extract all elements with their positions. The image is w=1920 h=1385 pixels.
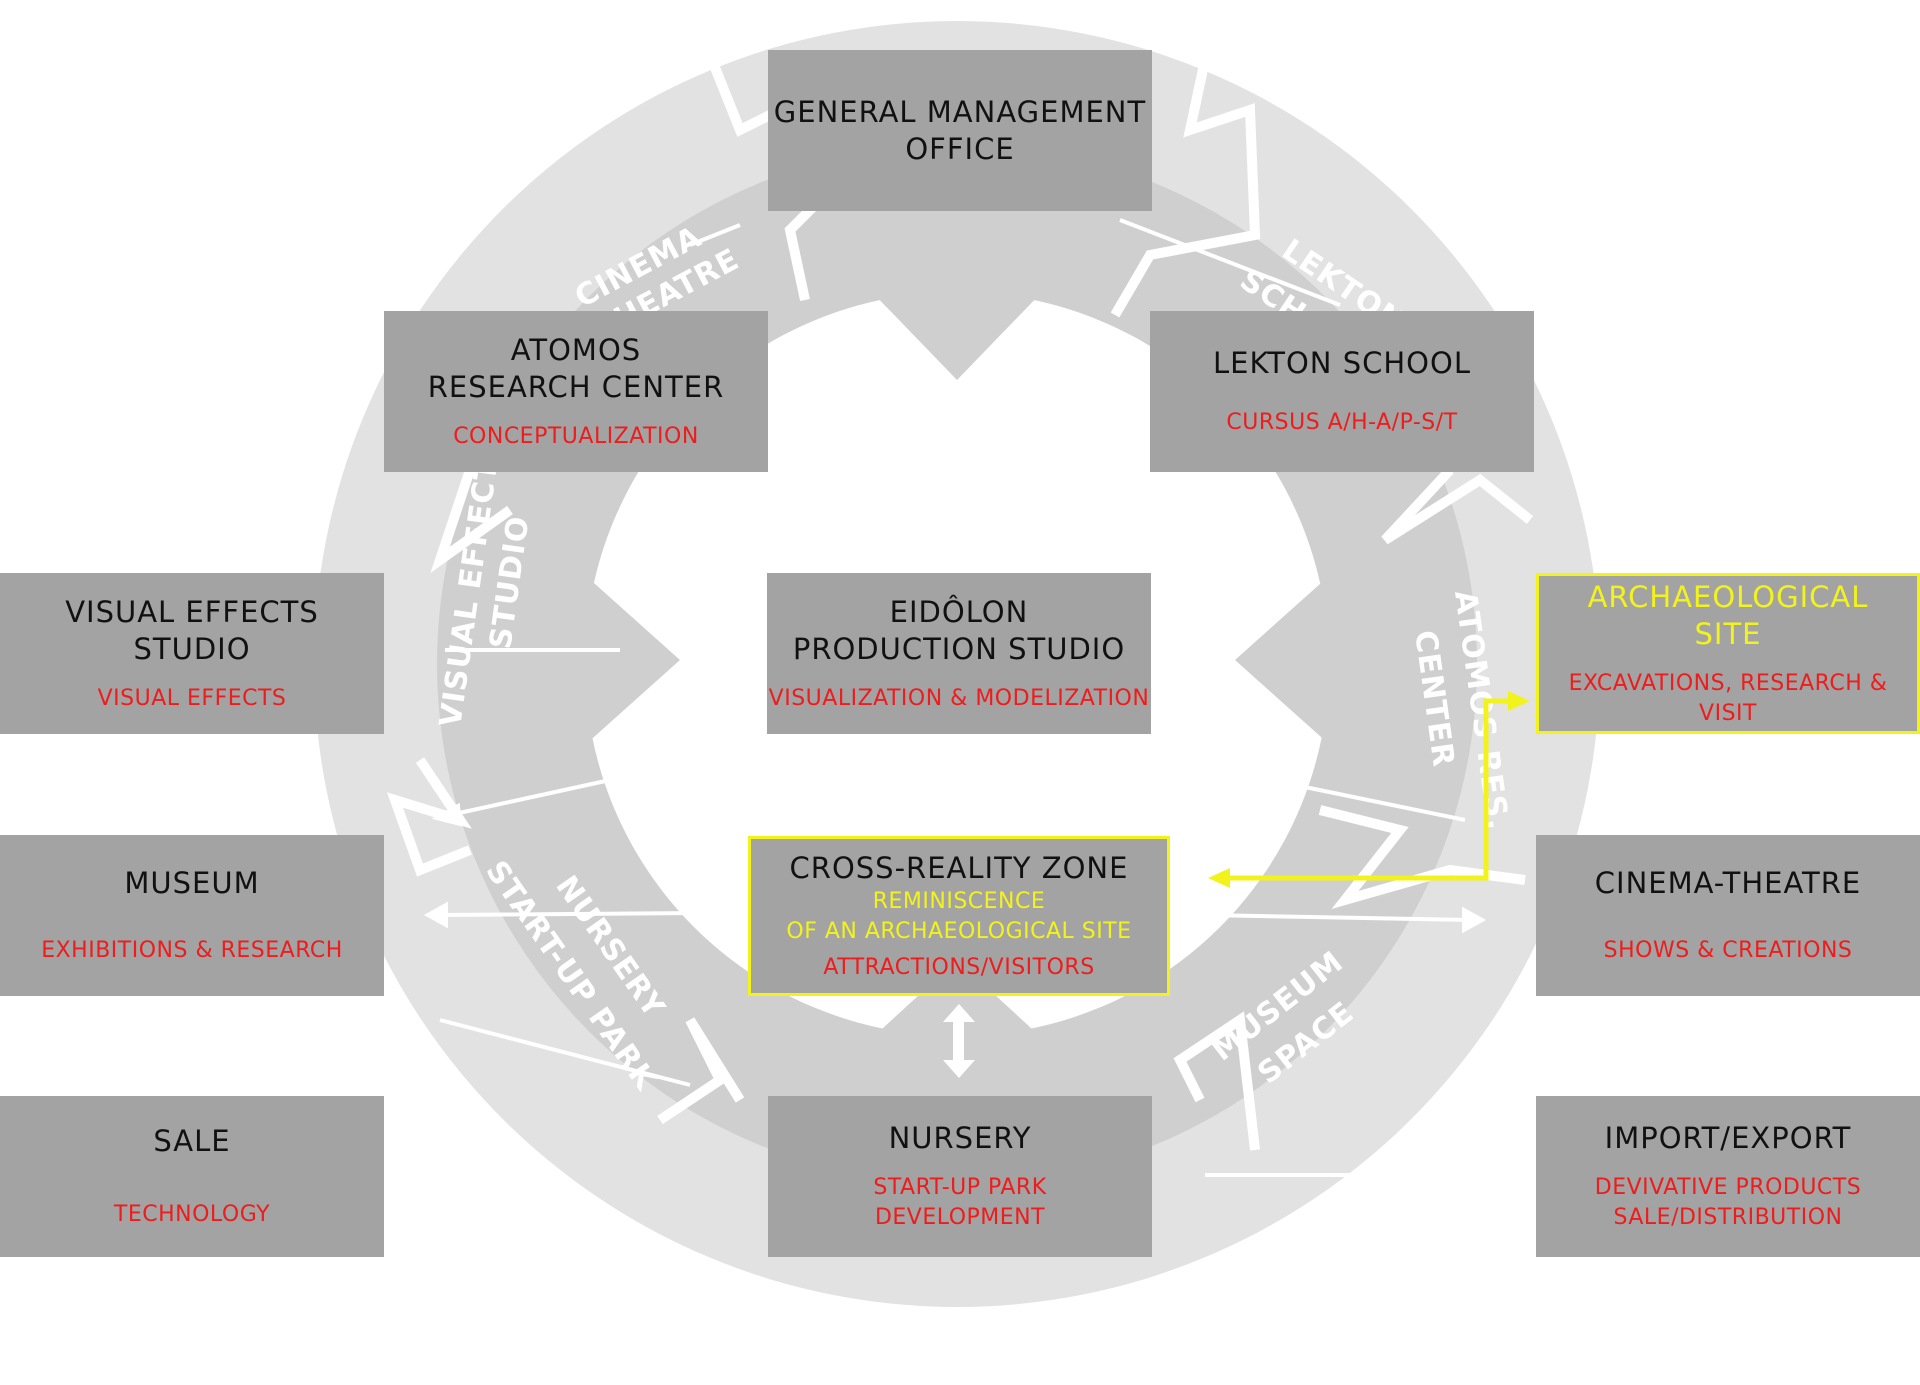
thin-connector-lines (439, 218, 1540, 1177)
sale-subtitle: TECHNOLOGY (113, 1202, 271, 1227)
sale-title: SALE (153, 1124, 231, 1158)
box-atomos-research-center: ATOMOS RESEARCH CENTER CONCEPTUALIZATION (384, 311, 768, 472)
nursery-title: NURSERY (888, 1121, 1032, 1155)
archaeo-subtitle: EXCAVATIONS, RESEARCH & VISIT (1568, 670, 1888, 726)
lekton-title: LEKTON SCHOOL (1213, 346, 1471, 380)
arrow-bottom-icon (870, 960, 1044, 1040)
box-lekton-school: LEKTON SCHOOL CURSUS A/H-A/P-S/T (1150, 311, 1534, 472)
box-archaeological-site: ARCHAEOLOGICAL SITE EXCAVATIONS, RESEARC… (1536, 573, 1920, 734)
box-visual-effects-studio: VISUAL EFFECTS STUDIO VISUAL EFFECTS (0, 573, 384, 734)
ring-outline-arrows (386, 58, 1534, 1151)
general-management-title: GENERAL MANAGEMENT OFFICE (773, 94, 1147, 166)
vfx-subtitle: VISUAL EFFECTS (97, 685, 287, 711)
box-nursery: NURSERY START-UP PARK DEVELOPMENT (768, 1096, 1152, 1257)
double-arrow-icon (943, 1004, 975, 1078)
atomos-subtitle: CONCEPTUALIZATION (453, 423, 699, 449)
cinema-title: CINEMA-THEATRE (1594, 866, 1862, 900)
eidolon-title: EIDÔLON PRODUCTION STUDIO (792, 594, 1126, 666)
box-sale: SALE TECHNOLOGY (0, 1096, 384, 1257)
museum-title: MUSEUM (124, 866, 260, 900)
crossreality-reminiscence: REMINISCENCE OF AN ARCHAEOLOGICAL SITE (786, 888, 1132, 944)
box-eidolon-production-studio: EIDÔLON PRODUCTION STUDIO VISUALIZATION … (767, 573, 1151, 734)
arrow-top-icon (870, 290, 1044, 380)
crossreality-subtitle: ATTRACTIONS/VISITORS (823, 954, 1095, 980)
box-cross-reality-zone: CROSS-REALITY ZONE REMINISCENCE OF AN AR… (748, 836, 1170, 996)
eidolon-subtitle: VISUALIZATION & MODELIZATION (768, 685, 1150, 711)
box-general-management: GENERAL MANAGEMENT OFFICE (768, 50, 1152, 211)
import-title: IMPORT/EXPORT (1604, 1121, 1852, 1155)
arrow-right-icon (1235, 575, 1330, 745)
import-subtitle: DEVIVATIVE PRODUCTS SALE/DISTRIBUTION (1594, 1175, 1862, 1230)
thin-arrows (423, 778, 1487, 934)
lekton-subtitle: CURSUS A/H-A/P-S/T (1226, 410, 1458, 435)
nursery-subtitle: START-UP PARK DEVELOPMENT (873, 1175, 1047, 1230)
cinema-subtitle: SHOWS & CREATIONS (1603, 938, 1853, 963)
museum-subtitle: EXHIBITIONS & RESEARCH (41, 938, 343, 963)
box-museum: MUSEUM EXHIBITIONS & RESEARCH (0, 835, 384, 996)
box-import-export: IMPORT/EXPORT DEVIVATIVE PRODUCTS SALE/D… (1536, 1096, 1920, 1257)
atomos-title: ATOMOS RESEARCH CENTER (427, 332, 725, 404)
box-cinema-theatre: CINEMA-THEATRE SHOWS & CREATIONS (1536, 835, 1920, 996)
crossreality-title: CROSS-REALITY ZONE (789, 850, 1129, 885)
archaeo-title: ARCHAEOLOGICAL SITE (1587, 579, 1869, 651)
arrow-left-icon (585, 575, 680, 745)
yellow-connector (1208, 691, 1530, 888)
vfx-title: VISUAL EFFECTS STUDIO (65, 594, 319, 666)
